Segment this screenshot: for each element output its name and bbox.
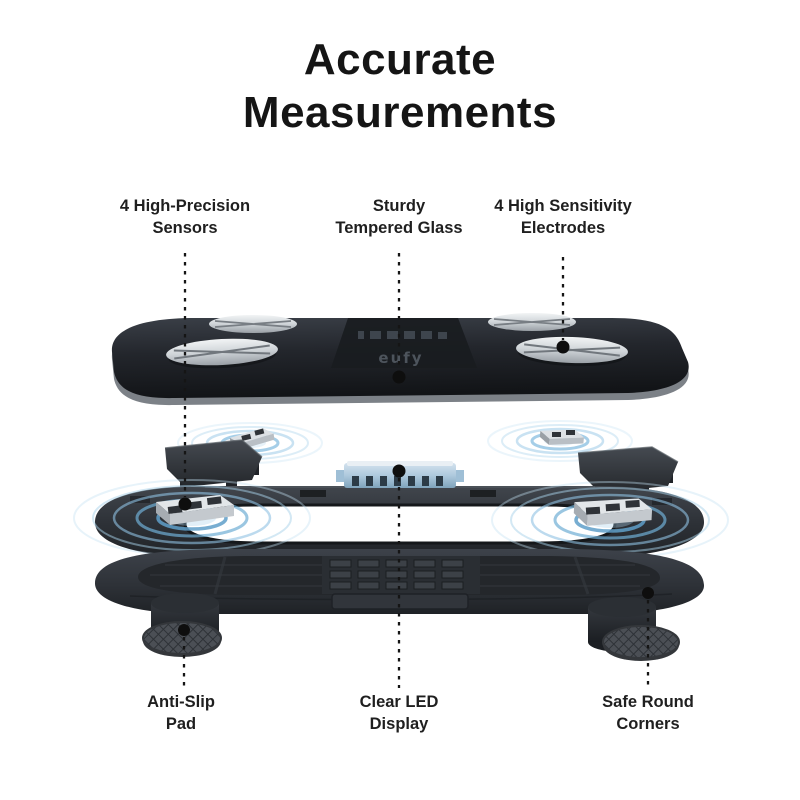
callout-text: Electrodes (520, 218, 606, 237)
electrode-back-left (209, 315, 297, 333)
callout-label-anti-slip-pad: Anti-Slip Pad (66, 692, 296, 736)
brand-logo: eufy (378, 349, 423, 367)
callout-dot-tempered-glass (392, 370, 406, 384)
battery-panel (331, 593, 469, 610)
led-segments (358, 331, 447, 339)
callout-text: Pad (165, 714, 197, 733)
callout-text: Sensors (152, 218, 218, 237)
anti-slip-pad-right (602, 625, 680, 661)
corner-cap-left (164, 439, 263, 491)
callout-text: 4 High-Precision (119, 197, 251, 215)
callout-dot-sensors (178, 497, 192, 511)
sensor-floating-right (539, 429, 584, 445)
callout-label-led-display: Clear LED Display (284, 692, 514, 736)
title-line2: Measurements (242, 87, 558, 137)
callout-text: Corners (616, 714, 680, 733)
callout-dot-round-corners (642, 587, 654, 599)
led-display-window (331, 318, 477, 368)
sensor-frame-right (573, 498, 653, 526)
callout-dot-led-display (392, 464, 406, 478)
callout-label-sensors: 4 High-Precision Sensors (70, 196, 300, 240)
callout-label-electrodes: 4 High Sensitivity Electrodes (448, 196, 678, 240)
callout-text: Anti-Slip (147, 693, 215, 711)
callout-text: 4 High Sensitivity (494, 197, 632, 215)
electrode-front-right (516, 336, 628, 367)
callout-text: Tempered Glass (335, 218, 463, 237)
sensor-frame-left (156, 495, 234, 525)
callout-dot-electrodes (556, 340, 570, 354)
callout-text: Sturdy (372, 197, 426, 215)
shell-center-grid (322, 556, 480, 594)
callout-label-tempered-glass: Sturdy Tempered Glass (284, 196, 514, 240)
page-title: Accurate Measurements (0, 34, 800, 140)
title-line1: Accurate (303, 35, 497, 84)
callout-text: Safe Round (602, 693, 694, 711)
electrode-front-left (166, 338, 278, 369)
callout-text: Display (369, 714, 429, 733)
callout-dot-anti-slip-pad (178, 624, 190, 636)
electrode-back-right (488, 313, 576, 331)
callout-label-round-corners: Safe Round Corners (533, 692, 763, 736)
glass-platform: eufy (111, 313, 689, 406)
anti-slip-pad-left (142, 621, 222, 657)
callout-text: Clear LED (359, 693, 439, 711)
